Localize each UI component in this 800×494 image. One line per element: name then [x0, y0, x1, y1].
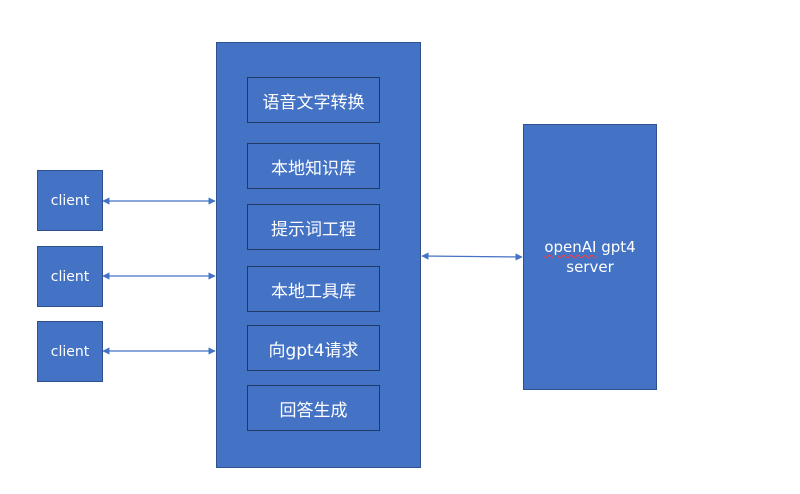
module-label: 本地知识库 — [271, 158, 356, 179]
module-local-tool-library: 本地工具库 — [247, 266, 380, 312]
module-answer-generation: 回答生成 — [247, 385, 380, 431]
client-box-2: client — [37, 246, 103, 307]
openai-server-box: openAI gpt4 server — [523, 124, 657, 390]
module-local-knowledge-base: 本地知识库 — [247, 143, 380, 189]
server-name-model: gpt4 — [601, 238, 636, 256]
module-label: 回答生成 — [279, 400, 348, 421]
module-label: 向gpt4请求 — [268, 340, 359, 361]
module-label: 本地工具库 — [271, 281, 356, 302]
module-label: 提示词工程 — [271, 219, 356, 240]
server-label-line-1: openAI gpt4 — [544, 237, 635, 257]
module-label: 语音文字转换 — [262, 92, 365, 113]
client-label: client — [50, 343, 90, 360]
client-box-3: client — [37, 321, 103, 382]
module-gpt4-request: 向gpt4请求 — [247, 325, 380, 371]
client-box-1: client — [37, 170, 103, 231]
module-speech-text-conversion: 语音文字转换 — [247, 77, 380, 123]
module-prompt-engineering: 提示词工程 — [247, 204, 380, 250]
server-name-openai: openAI — [544, 238, 597, 256]
server-label: openAI gpt4 server — [544, 237, 635, 277]
server-arrow — [421, 252, 523, 261]
server-label-line-2: server — [566, 258, 614, 276]
client-label: client — [50, 268, 90, 285]
client-label: client — [50, 192, 90, 209]
